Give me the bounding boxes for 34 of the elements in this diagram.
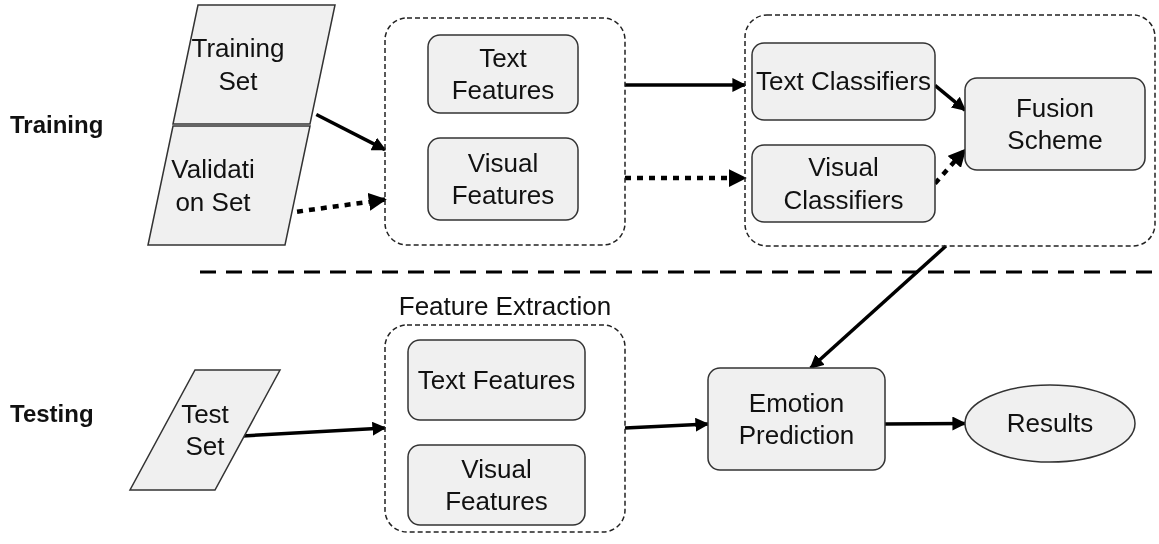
process-box	[408, 445, 585, 525]
process-box	[752, 43, 935, 120]
data-parallelogram	[148, 126, 310, 245]
node-label: Visual Features	[444, 452, 549, 518]
node-label: Text Features	[450, 41, 556, 107]
node-label: Text Features	[417, 363, 576, 397]
node-label: Results	[1006, 407, 1094, 440]
data-parallelogram	[130, 370, 280, 490]
arrow	[809, 244, 948, 370]
process-box	[708, 368, 885, 470]
node-label: Emotion Prediction	[737, 386, 856, 452]
group-box	[745, 15, 1155, 246]
dotted-arrow	[625, 169, 747, 188]
node-label: Visual Features	[450, 146, 556, 212]
node-label: Test Set	[180, 397, 230, 463]
dotted-arrow	[296, 192, 387, 214]
node-label: Validati on Set	[170, 153, 256, 218]
terminal-ellipse	[965, 385, 1135, 462]
group-box	[385, 18, 625, 245]
section-label: Testing	[10, 400, 94, 428]
node-label: Text Classifiers	[756, 65, 931, 98]
node-label: Feature Extraction	[398, 290, 612, 323]
section-label: Training	[10, 111, 104, 139]
process-box	[408, 340, 585, 420]
process-box	[428, 35, 578, 113]
node-label: Visual Classifiers	[782, 151, 905, 216]
node-label: Training Set	[190, 32, 286, 97]
arrow	[315, 112, 387, 152]
process-box	[428, 138, 578, 220]
arrow	[625, 78, 747, 92]
process-box	[752, 145, 935, 222]
process-box	[965, 78, 1145, 170]
node-label: Fusion Scheme	[1006, 91, 1104, 157]
arrow	[242, 421, 387, 438]
